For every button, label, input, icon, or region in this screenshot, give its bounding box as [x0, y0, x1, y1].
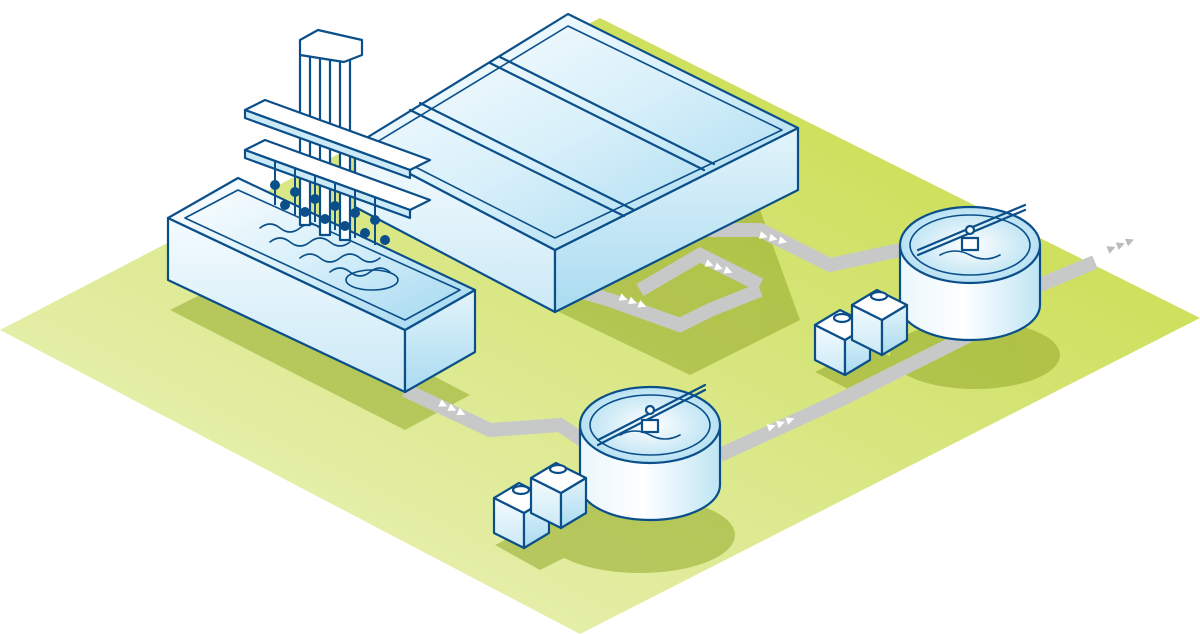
circular-clarifier-back [898, 203, 1042, 342]
triple-arrow-icon [704, 259, 733, 274]
pipe-aeration-to-clarifier [402, 383, 594, 451]
triple-arrow-icon [766, 417, 795, 432]
flow-pipes [402, 223, 1098, 462]
pipe-clarifier-loop [717, 313, 1004, 462]
pipe-basin-branch [636, 247, 764, 297]
triple-arrow-icon [618, 293, 647, 308]
circular-clarifier-front [578, 383, 722, 522]
diffuser-heads [270, 180, 390, 245]
chemical-dosing-tanks-front [492, 461, 588, 550]
pipe-basin-to-bottom [557, 278, 763, 333]
triple-arrow-icon [1106, 238, 1134, 254]
aeration-tank [166, 176, 477, 394]
diffuser-manifold [243, 28, 432, 245]
chemical-dosing-tanks-back [813, 288, 909, 377]
triple-arrow-icon [438, 399, 466, 416]
sedimentation-basin [353, 12, 800, 314]
aeration-bubbles [259, 223, 399, 291]
flow-arrows [438, 231, 1134, 432]
pipe-outlet [1037, 255, 1098, 292]
triple-arrow-icon [758, 231, 788, 245]
